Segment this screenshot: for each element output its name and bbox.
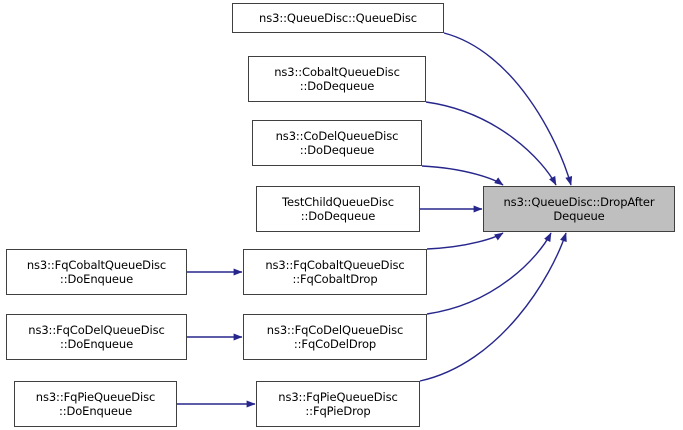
graph-node-dropafterdequeue: ns3::QueueDisc::DropAfter Dequeue [483,186,675,232]
graph-node-label: ns3::QueueDisc::QueueDisc [259,11,417,25]
graph-edge-codel-dodequeue-to-dropafterdequeue [421,165,504,186]
graph-node-label: ns3::FqCoDelQueueDisc ::DoEnqueue [28,323,165,351]
graph-node-label: ns3::FqCoDelQueueDisc ::FqCoDelDrop [266,323,404,351]
graph-node-label: ns3::QueueDisc::DropAfter Dequeue [503,195,655,223]
graph-edge-queuedisc-ctor-to-dropafterdequeue [443,32,573,186]
graph-edge-fqpie-drop-to-dropafterdequeue [419,232,567,382]
graph-node-queuedisc-ctor[interactable]: ns3::QueueDisc::QueueDisc [232,3,444,33]
graph-node-fqcobalt-doenqueue[interactable]: ns3::FqCobaltQueueDisc ::DoEnqueue [6,249,187,295]
graph-node-label: ns3::CoDelQueueDisc ::DoDequeue [275,129,399,157]
graph-node-fqcodel-drop[interactable]: ns3::FqCoDelQueueDisc ::FqCoDelDrop [243,314,427,360]
graph-node-fqcodel-doenqueue[interactable]: ns3::FqCoDelQueueDisc ::DoEnqueue [6,314,187,360]
graph-node-label: ns3::FqPieQueueDisc ::FqPieDrop [278,390,398,418]
graph-node-fqpie-doenqueue[interactable]: ns3::FqPieQueueDisc ::DoEnqueue [14,381,177,427]
graph-node-fqpie-drop[interactable]: ns3::FqPieQueueDisc ::FqPieDrop [256,381,420,427]
graph-node-label: ns3::FqCobaltQueueDisc ::FqCobaltDrop [265,258,405,286]
graph-node-codel-dodequeue[interactable]: ns3::CoDelQueueDisc ::DoDequeue [252,120,422,166]
graph-edge-cobalt-dodequeue-to-dropafterdequeue [425,101,557,186]
graph-node-label: ns3::FqCobaltQueueDisc ::DoEnqueue [26,258,167,286]
graph-node-testchild-dodequeue[interactable]: TestChildQueueDisc ::DoDequeue [256,186,420,232]
graph-node-label: ns3::CobaltQueueDisc ::DoDequeue [274,65,400,93]
graph-edge-fqcobalt-drop-to-dropafterdequeue [426,232,504,250]
graph-node-label: TestChildQueueDisc ::DoDequeue [282,195,394,223]
graph-edge-fqcodel-drop-to-dropafterdequeue [426,232,552,315]
graph-node-cobalt-dodequeue[interactable]: ns3::CobaltQueueDisc ::DoDequeue [248,56,426,102]
graph-node-fqcobalt-drop[interactable]: ns3::FqCobaltQueueDisc ::FqCobaltDrop [243,249,427,295]
graph-node-label: ns3::FqPieQueueDisc ::DoEnqueue [35,390,156,418]
